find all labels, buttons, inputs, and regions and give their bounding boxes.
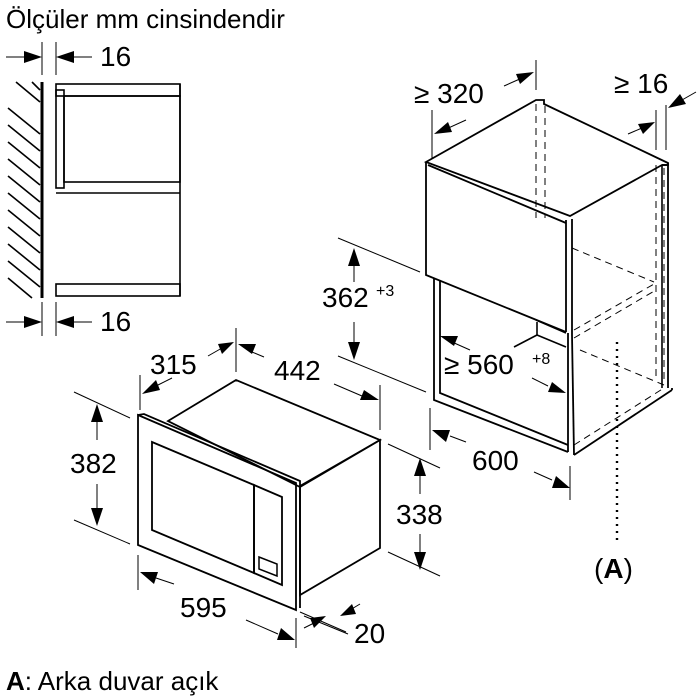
front-height-label: 382 (70, 448, 117, 479)
body-depth-label: 442 (274, 355, 321, 386)
side-clearance-label: ≥ 16 (614, 68, 668, 99)
cabinet-width-label: 600 (472, 445, 519, 476)
body-height-label: 338 (396, 499, 443, 530)
side-view-section: 16 16 (6, 41, 181, 337)
footnote-separator: : (25, 666, 38, 696)
appliance-section: 315 442 382 338 595 (70, 328, 443, 649)
opening-width-tolerance: +8 (532, 351, 550, 368)
opening-width-label: ≥ 560 (444, 349, 514, 380)
footnote-key: A (6, 666, 25, 696)
opening-height-label: 362 (322, 282, 369, 313)
frame-thickness-label: 20 (354, 618, 385, 649)
wall-hatch (7, 81, 44, 299)
opening-height-tolerance: +3 (376, 283, 394, 300)
rear-open-marker: (A) (594, 553, 633, 584)
footnote-text: Arka duvar açık (38, 666, 220, 696)
page-title: Ölçüler mm cinsindendir (6, 4, 285, 34)
footnote: A: Arka duvar açık (6, 666, 219, 696)
side-top-gap-label: 16 (100, 41, 131, 72)
frame-depth-label: 315 (150, 349, 197, 380)
front-width-label: 595 (180, 592, 227, 623)
cabinet-section: (A) ≥ 320 ≥ 16 362 +3 ≥ 560 +8 (322, 60, 697, 584)
side-bottom-gap-label: 16 (100, 306, 131, 337)
cabinet-depth-label: ≥ 320 (414, 78, 484, 109)
